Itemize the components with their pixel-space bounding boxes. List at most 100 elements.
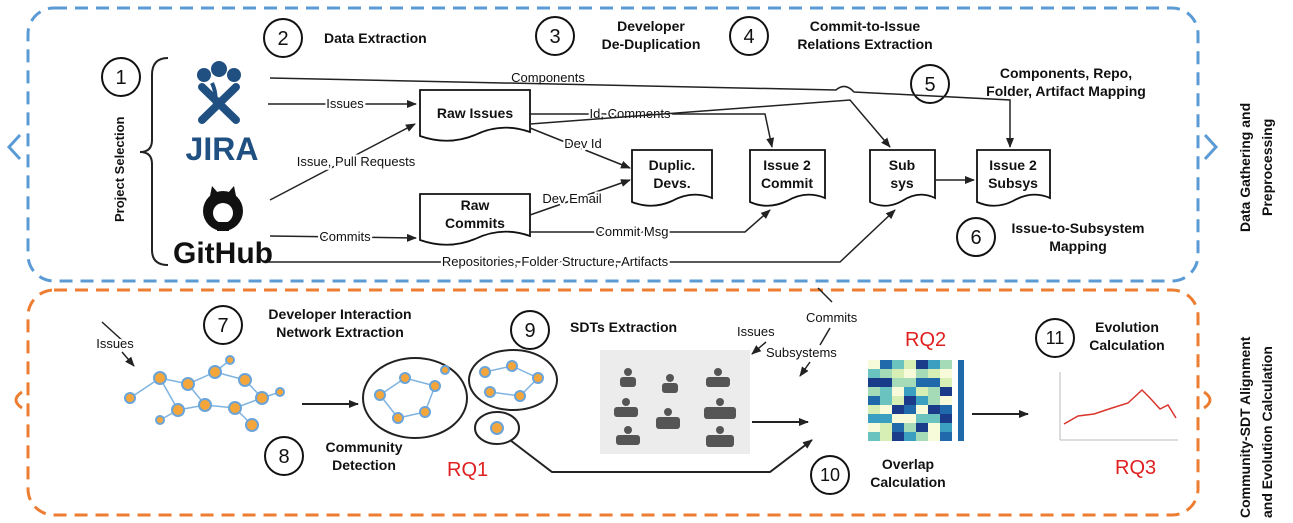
heatmap-cell	[904, 387, 916, 396]
heatmap-cell	[904, 405, 916, 414]
heatmap-cell	[916, 378, 928, 387]
heatmap-cell	[880, 405, 892, 414]
heatmap-cell	[880, 360, 892, 369]
heatmap-cell	[868, 405, 880, 414]
edge-issues: Issues	[268, 94, 417, 113]
side-label-bottom-2: and Evolution Calculation	[1259, 346, 1275, 518]
heatmap-cell	[868, 378, 880, 387]
rq2-label: RQ2	[905, 329, 946, 351]
svg-text:5: 5	[924, 74, 935, 96]
people-group-icon	[600, 350, 750, 454]
svg-text:Subsystems: Subsystems	[766, 345, 837, 360]
heatmap-cell	[940, 378, 952, 387]
step-10: 10	[810, 455, 850, 495]
svg-text:7: 7	[217, 315, 228, 337]
line-chart-icon	[1059, 372, 1178, 441]
doc-raw-commits: Raw Commits	[419, 193, 531, 246]
side-label-bottom-1: Community-SDT Alignment	[1237, 336, 1253, 518]
heatmap-cell	[892, 432, 904, 441]
svg-text:Commits: Commits	[806, 310, 858, 325]
heatmap-cell	[880, 396, 892, 405]
heatmap-cell	[868, 432, 880, 441]
jira-logo: JIRA	[186, 61, 259, 167]
heatmap-cell	[940, 387, 952, 396]
step-4-label-1: Commit-to-Issue	[810, 18, 921, 34]
svg-text:Raw Issues: Raw Issues	[437, 105, 513, 121]
heatmap-cell	[868, 414, 880, 423]
svg-text:Commit: Commit	[761, 175, 813, 191]
step-2-label: Data Extraction	[324, 30, 427, 46]
step-1: 1	[101, 57, 141, 97]
step-5-label-2: Folder, Artifact Mapping	[986, 83, 1146, 99]
project-brace	[139, 57, 169, 266]
heatmap-cell	[940, 414, 952, 423]
heatmap-cell	[940, 432, 952, 441]
svg-text:Dev Email: Dev Email	[542, 191, 601, 206]
heatmap-cell	[916, 423, 928, 432]
svg-text:Devs.: Devs.	[653, 175, 690, 191]
side-label-top-1: Data Gathering and	[1237, 103, 1253, 232]
right-brace-blue	[1203, 133, 1219, 161]
heatmap-cell	[916, 360, 928, 369]
heatmap-cell	[904, 423, 916, 432]
side-label-top-2: Preprocessing	[1259, 119, 1275, 216]
heatmap-cell	[892, 405, 904, 414]
heatmap-cell	[940, 405, 952, 414]
svg-text:Issues: Issues	[737, 324, 775, 339]
heatmap-cell	[880, 432, 892, 441]
svg-text:Commits: Commits	[445, 215, 505, 231]
heatmap-cell	[928, 423, 940, 432]
heatmap-cell	[916, 369, 928, 378]
step-10-label-2: Calculation	[870, 474, 945, 490]
svg-text:1: 1	[115, 67, 126, 89]
heatmap-cell	[880, 414, 892, 423]
heatmap-icon	[868, 360, 964, 441]
heatmap-cell	[904, 378, 916, 387]
heatmap-cell	[904, 432, 916, 441]
heatmap-cell	[904, 396, 916, 405]
step-2: 2	[263, 18, 303, 58]
heatmap-cell	[928, 396, 940, 405]
svg-text:10: 10	[820, 465, 840, 485]
heatmap-cell	[880, 423, 892, 432]
step-4-label-2: Relations Extraction	[797, 36, 932, 52]
heatmap-cell	[928, 405, 940, 414]
project-selection-label: Project Selection	[112, 116, 127, 222]
edge-repositories: Repositories, Folder Structure, Artifact…	[268, 209, 896, 271]
svg-text:Commit Msg: Commit Msg	[596, 224, 669, 239]
svg-text:Issues: Issues	[96, 336, 134, 351]
heatmap-cell	[916, 432, 928, 441]
heatmap-colorbar	[958, 360, 964, 441]
step-8: 8	[264, 436, 304, 476]
step-9-label: SDTs Extraction	[570, 319, 677, 335]
edge-commits: Commits	[269, 227, 417, 246]
doc-raw-issues: Raw Issues	[419, 89, 531, 142]
svg-text:Components: Components	[511, 70, 585, 85]
edge-components: Components	[269, 70, 1014, 148]
heatmap-cell	[928, 360, 940, 369]
heatmap-cell	[892, 387, 904, 396]
heatmap-cell	[904, 369, 916, 378]
svg-text:Subsys: Subsys	[988, 175, 1038, 191]
svg-text:Issue 2: Issue 2	[989, 157, 1037, 173]
edge-commit-msg: Commit Msg	[530, 209, 771, 241]
svg-text:Issue 2: Issue 2	[763, 157, 811, 173]
heatmap-cell	[916, 414, 928, 423]
heatmap-cell	[904, 414, 916, 423]
step-3-label-2: De-Duplication	[602, 36, 701, 52]
heatmap-cell	[916, 405, 928, 414]
heatmap-cell	[940, 360, 952, 369]
svg-text:8: 8	[278, 446, 289, 468]
doc-issue-2-commit: Issue 2 Commit	[749, 149, 826, 207]
step-10-label-1: Overlap	[882, 456, 934, 472]
step-5: 5	[910, 64, 950, 104]
svg-text:GitHub: GitHub	[173, 237, 273, 270]
github-logo: GitHub	[173, 186, 273, 270]
heatmap-cell	[892, 360, 904, 369]
svg-text:JIRA: JIRA	[186, 131, 259, 167]
heatmap-cell	[868, 396, 880, 405]
left-brace-orange	[14, 390, 23, 410]
step-9: 9	[510, 310, 550, 350]
doc-issue-2-subsys: Issue 2 Subsys	[976, 149, 1051, 207]
heatmap-cell	[904, 360, 916, 369]
